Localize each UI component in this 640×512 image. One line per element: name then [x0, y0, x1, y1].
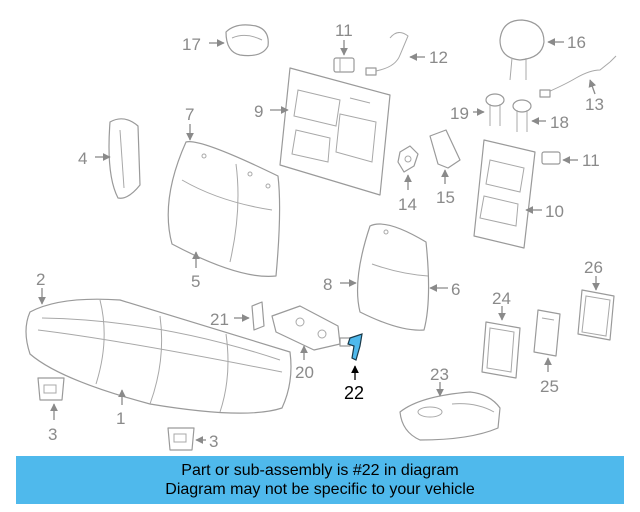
callout-6: 6: [451, 280, 460, 299]
callout-1: 1: [116, 409, 125, 428]
part-3-clip-left: [37, 377, 65, 401]
info-banner: Part or sub-assembly is #22 in diagram D…: [16, 456, 624, 504]
part-21-bracket: [251, 301, 265, 331]
part-22-highlighted: [347, 333, 363, 361]
part-13-wire: [539, 55, 617, 98]
part-5-back-cushion: [167, 141, 281, 277]
part-3-clip-bottom: [167, 427, 195, 451]
callout-26: 26: [584, 258, 603, 277]
banner-line-1: Part or sub-assembly is #22 in diagram: [181, 462, 459, 479]
callout-8: 8: [323, 275, 332, 294]
callout-20: 20: [295, 363, 314, 382]
callout-3a: 3: [48, 425, 57, 444]
callout-21: 21: [210, 310, 229, 329]
callout-5: 5: [191, 272, 200, 291]
callout-7: 7: [185, 105, 194, 124]
callout-18: 18: [550, 113, 569, 132]
part-20-hinge: [271, 305, 351, 351]
callout-3b: 3: [209, 432, 218, 451]
part-11-clip: [333, 57, 355, 73]
callout-10: 10: [545, 202, 564, 221]
callout-11b: 11: [582, 151, 600, 170]
part-10-back-frame: [473, 139, 536, 249]
callout-2: 2: [36, 270, 45, 289]
callout-14: 14: [398, 195, 417, 214]
callout-16: 16: [567, 33, 586, 52]
callout-12: 12: [429, 48, 448, 67]
banner-line-2: Diagram may not be specific to your vehi…: [165, 481, 475, 498]
part-15-trim: [429, 129, 461, 169]
callout-24: 24: [492, 289, 511, 308]
part-23-armrest: [399, 391, 501, 441]
part-4-bolster: [108, 118, 141, 199]
callout-22: 22: [344, 383, 364, 403]
part-6-side-back: [356, 223, 430, 331]
callout-25: 25: [540, 377, 559, 396]
part-18-guide: [512, 99, 532, 132]
callout-17: 17: [182, 35, 201, 54]
part-11-clip-right: [541, 151, 561, 165]
part-1-seat-cushion: [25, 298, 292, 414]
part-25-panel: [533, 309, 561, 357]
callout-23: 23: [430, 365, 449, 384]
callout-19: 19: [450, 104, 469, 123]
part-24-panel: [481, 321, 521, 379]
callout-15: 15: [436, 188, 455, 207]
part-14-bracket: [397, 145, 419, 173]
callout-11a: 11: [335, 21, 353, 40]
part-12-cable: [365, 32, 409, 76]
callout-13: 13: [585, 95, 604, 114]
part-19-guide: [485, 93, 505, 126]
part-16-headrest: [499, 19, 545, 81]
part-26-panel: [577, 289, 615, 341]
part-17-headrest: [225, 24, 269, 57]
part-9-back-frame: [279, 67, 391, 196]
callout-9: 9: [254, 102, 263, 121]
callout-4: 4: [78, 149, 87, 168]
